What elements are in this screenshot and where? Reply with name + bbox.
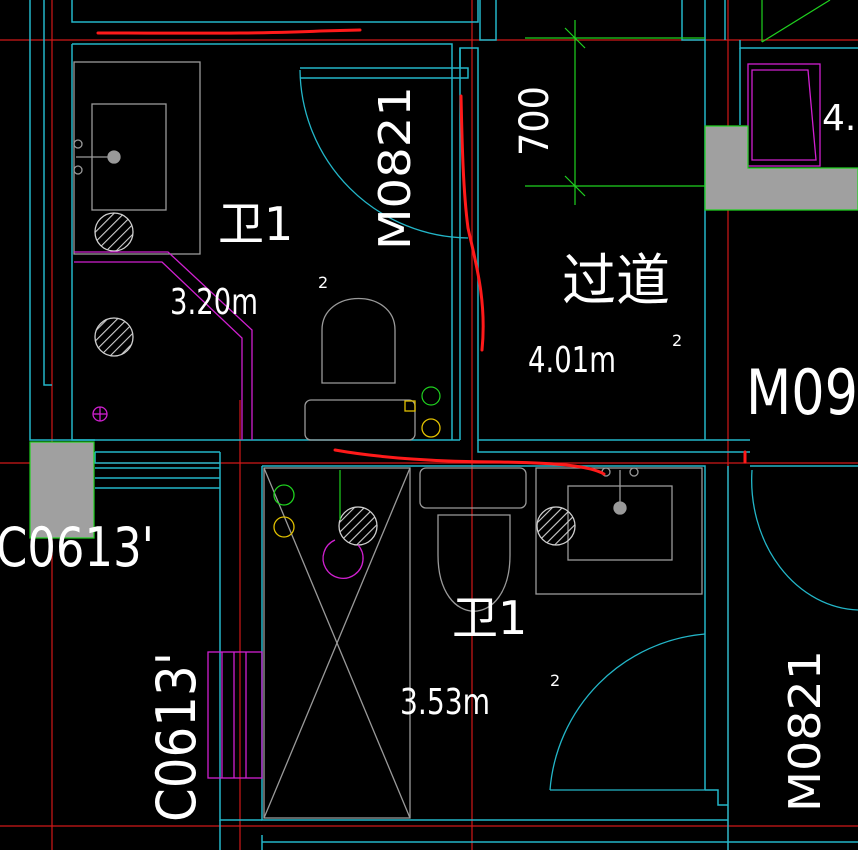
area-sup-upper-bath: 2 [318,273,328,292]
room-name-upper-bath: 卫1 [218,197,293,251]
door-label-m0821-upper: M0821 [370,86,421,250]
walls [29,0,858,850]
door-label-m09: M09 [746,356,858,429]
room-name-corridor: 过道 [562,249,670,314]
window-labels: C0613' C0613' [0,516,208,822]
dimension-lines [339,0,831,520]
floor-drains [94,212,576,546]
columns [29,125,858,539]
edge-text: 4.0 [822,98,858,139]
purple-linework [74,63,821,779]
door-label-m0821-lower: M0821 [780,650,831,812]
room-area-lower-bath: 3.53m [400,682,490,723]
fixtures [73,61,703,819]
door-labels: M0821 M09 M0821 [370,86,858,812]
area-sup-lower-bath: 2 [550,671,560,690]
window-label-horizontal: C0613' [0,516,154,579]
room-labels: 卫1 3.20m 2 过道 4.01m 2 卫1 3.53m 2 [170,197,682,723]
window-label-vertical: C0613' [145,652,208,822]
room-area-upper-bath: 3.20m [170,282,258,323]
door-swings [299,69,858,791]
area-sup-corridor: 2 [672,331,682,350]
room-name-lower-bath: 卫1 [452,591,527,645]
dimension-700: 700 [512,86,558,156]
red-markup [96,28,747,476]
pipe-symbols [273,400,441,538]
room-area-corridor: 4.01m [528,340,616,381]
